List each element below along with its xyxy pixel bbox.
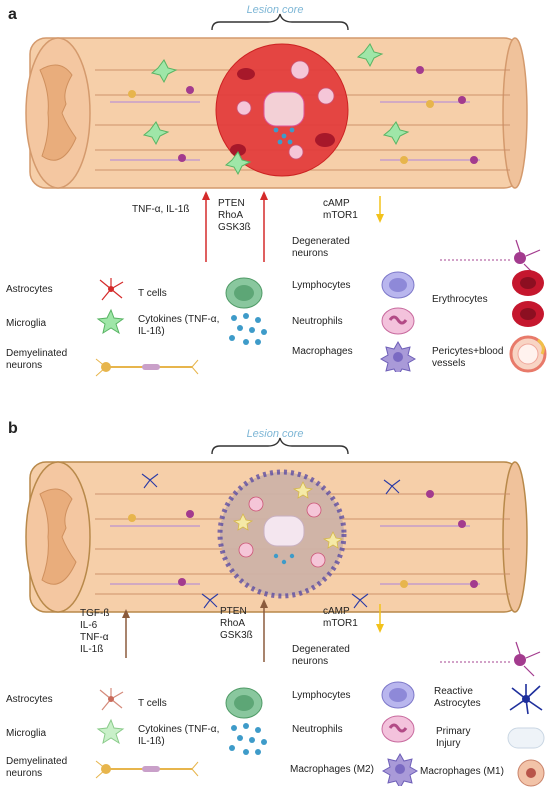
panel-label: a <box>8 6 17 23</box>
microglia-icon <box>96 308 125 335</box>
spinal-cord-illustration <box>25 437 541 677</box>
lymphocyte-icon <box>381 271 415 299</box>
legend-neutrophils-label: Neutrophils <box>292 316 343 327</box>
legend-microglia-label: Microglia <box>6 728 47 739</box>
macrophage-m2-icon <box>382 752 418 786</box>
t-cell-icon <box>225 687 263 719</box>
legend-lymphocytes-label: Lymphocytes <box>292 280 351 291</box>
spinal-cord-illustration <box>25 13 541 275</box>
macrophage-icon <box>380 340 416 372</box>
t-cell-icon <box>225 277 263 309</box>
primary-injury-icon <box>507 727 545 749</box>
legend-tcells-label: T cells <box>138 288 167 299</box>
astrocyte-icon <box>99 278 124 301</box>
legend-astrocytes-label: Astrocytes <box>6 694 53 705</box>
legend-lymphocytes-label: Lymphocytes <box>292 690 351 701</box>
legend-microglia-label: Microglia <box>6 318 47 329</box>
factors-left: TNF-α, IL-1ß <box>132 204 190 215</box>
microglia-icon <box>96 718 125 745</box>
legend-macrophages-m1-label: Macrophages (M1) <box>420 766 504 777</box>
panel-a: a Lesion core <box>0 0 550 392</box>
neutrophil-icon <box>381 715 415 743</box>
macrophage-m1-icon <box>517 759 545 787</box>
legend-astrocytes-label: Astrocytes <box>6 284 53 295</box>
lymphocyte-icon <box>381 681 415 709</box>
cytokines-icon <box>229 313 267 345</box>
legend-cytokines-label: Cytokines (TNF-α,IL-1ß) <box>138 724 220 747</box>
reactive-astrocyte-icon <box>509 684 543 715</box>
legend-neutrophils-label: Neutrophils <box>292 724 343 735</box>
legend-macrophages-label: Macrophages <box>292 346 353 357</box>
cytokines-icon <box>229 723 267 755</box>
legend-macrophages-m2-label: Macrophages (M2) <box>290 764 374 775</box>
blood-vessel-icon <box>509 335 547 373</box>
neutrophil-icon <box>381 307 415 335</box>
astrocyte-icon <box>99 688 124 711</box>
panel-label: b <box>8 420 18 437</box>
panel-b: b Lesion core <box>0 400 550 792</box>
demyelinated-neuron-icon <box>95 760 199 779</box>
legend-erythrocytes-label: Erythrocytes <box>432 294 488 305</box>
lesion-core-label: Lesion core <box>246 4 304 16</box>
legend-cytokines-label: Cytokines (TNF-α,IL-1ß) <box>138 314 220 337</box>
legend-tcells-label: T cells <box>138 698 167 709</box>
erythrocyte-icon <box>512 270 544 327</box>
demyelinated-neuron-icon <box>95 358 199 377</box>
lesion-core-label: Lesion core <box>246 428 304 440</box>
